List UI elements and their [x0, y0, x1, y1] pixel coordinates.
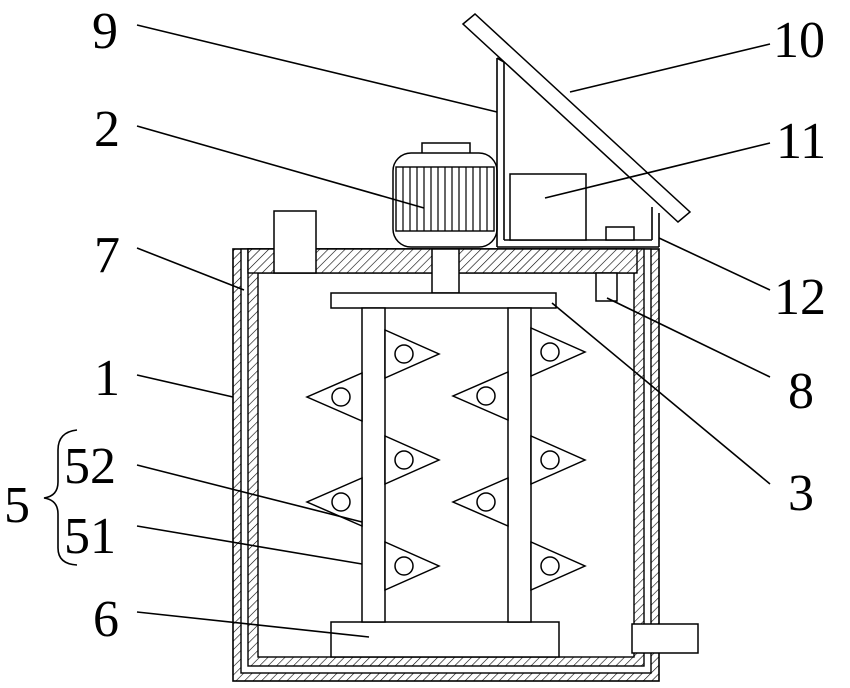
left-rod — [362, 308, 385, 622]
right-rod — [508, 308, 531, 622]
label-1: 1 — [94, 350, 120, 407]
sensor-block — [606, 227, 634, 240]
label-2: 2 — [94, 101, 120, 158]
label-5: 5 — [4, 477, 30, 534]
outlet-pipe — [632, 624, 698, 653]
label-8: 8 — [788, 363, 814, 420]
level-sensor — [596, 273, 617, 301]
label-11: 11 — [776, 113, 826, 170]
motor — [393, 143, 497, 247]
drive-shaft — [432, 249, 459, 293]
label-52: 52 — [64, 438, 116, 495]
top-plate — [331, 293, 556, 308]
label-9: 9 — [92, 3, 118, 60]
label-3: 3 — [788, 465, 814, 522]
control-box — [510, 174, 586, 240]
tank-body — [233, 249, 659, 681]
inlet-pipe — [274, 211, 316, 273]
base-plate — [331, 622, 559, 657]
label-6: 6 — [93, 591, 119, 648]
label-10: 10 — [773, 12, 825, 69]
label-7: 7 — [94, 227, 120, 284]
label-12: 12 — [774, 269, 826, 326]
label-51: 51 — [64, 508, 116, 565]
